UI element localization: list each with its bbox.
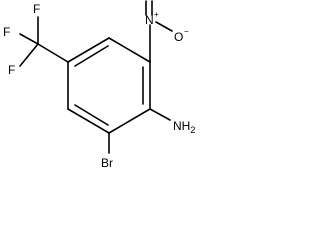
- fluorine-bottom-label: F: [8, 63, 15, 77]
- ring-bond-bottom-left-inner: [74, 104, 109, 126]
- cf-bond-left: [19, 33, 39, 45]
- fluorine-top-label: F: [33, 2, 40, 16]
- oxygen-minus-charge: −: [184, 27, 189, 36]
- ring-bond-top-left-inner: [74, 45, 109, 67]
- amine-group: NH2: [149, 108, 195, 135]
- fluorine-left-label: F: [3, 25, 10, 39]
- nitrogen-plus-charge: +: [154, 10, 159, 19]
- nitro-group: N + O −: [145, 0, 189, 63]
- cf3-bond: [37, 43, 69, 63]
- amine-label: NH2: [173, 119, 195, 135]
- trifluoromethyl-group: F F F: [3, 2, 69, 77]
- ring-bond-bottom-left: [67, 108, 110, 134]
- cf-bond-bottom: [19, 43, 39, 67]
- nitro-oxygen-label: O: [174, 30, 183, 44]
- bromine-group: Br: [101, 132, 113, 170]
- ring-bond-bottom-right: [108, 108, 151, 134]
- benzene-ring: [67, 37, 151, 134]
- cn-amine-bond: [149, 108, 171, 121]
- bromine-label: Br: [101, 156, 113, 170]
- no-single-bond: [155, 21, 173, 32]
- ring-bond-top-right: [108, 37, 151, 63]
- ring-bond-top-left: [67, 37, 110, 63]
- structure-diagram: F F F N + O − NH2 Br: [3, 0, 195, 170]
- nitro-nitrogen-label: N: [145, 13, 154, 27]
- amine-subscript: 2: [190, 125, 195, 135]
